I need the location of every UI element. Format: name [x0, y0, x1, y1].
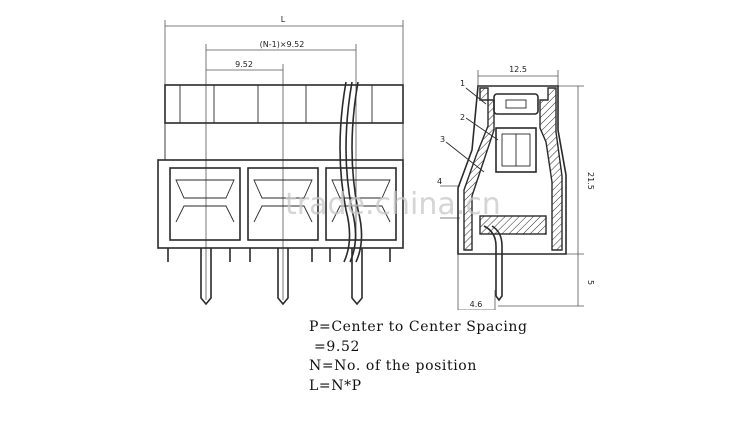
pole-cavity — [169, 167, 241, 241]
pin — [200, 248, 212, 306]
front-view: L (N-1)×9.52 9.52 — [157, 15, 404, 306]
side-view: 12.5 21.5 5 4.6 4 — [437, 65, 595, 310]
dim-label-pin-offset: 4.6 — [470, 300, 483, 309]
clamp-box — [495, 127, 537, 173]
dimension-inner-height: 4 — [437, 177, 460, 219]
callout-leaders: 1 2 3 — [440, 79, 499, 173]
notes-block: P=Center to Center Spacing =9.52 N=No. o… — [309, 318, 528, 396]
dim-label-pitch: 9.52 — [235, 60, 253, 69]
callout-3: 3 — [440, 135, 445, 144]
screw — [493, 93, 539, 115]
dim-label-width: 12.5 — [509, 65, 527, 74]
dimension-total-length: L — [164, 15, 404, 85]
terminal-block-technical-drawing: L (N-1)×9.52 9.52 — [157, 15, 595, 310]
dimension-height: 21.5 5 — [498, 85, 595, 307]
dim-label-inner-height: 4 — [437, 177, 442, 186]
pole-cavity — [247, 167, 319, 241]
dimension-pitch: 9.52 — [206, 60, 284, 300]
note-line: P=Center to Center Spacing — [309, 319, 528, 335]
note-line: N=No. of the position — [309, 358, 477, 374]
break-line — [339, 81, 363, 263]
dimension-n-minus-1-span: (N-1)×9.52 — [205, 40, 357, 300]
watermark-text: trade.china.cn — [285, 187, 501, 222]
pin — [277, 248, 289, 306]
dim-label-height: 21.5 — [586, 172, 595, 190]
note-line: L=N*P — [309, 377, 362, 394]
pin — [351, 248, 363, 306]
dim-label-pin-length: 5 — [586, 280, 595, 285]
dim-label-span: (N-1)×9.52 — [260, 40, 305, 49]
callout-2: 2 — [460, 113, 465, 122]
callout-1: 1 — [460, 79, 465, 88]
note-line: =9.52 — [309, 338, 360, 355]
dim-label-total-length: L — [281, 15, 286, 24]
dimension-pin-offset: 4.6 — [457, 254, 496, 310]
